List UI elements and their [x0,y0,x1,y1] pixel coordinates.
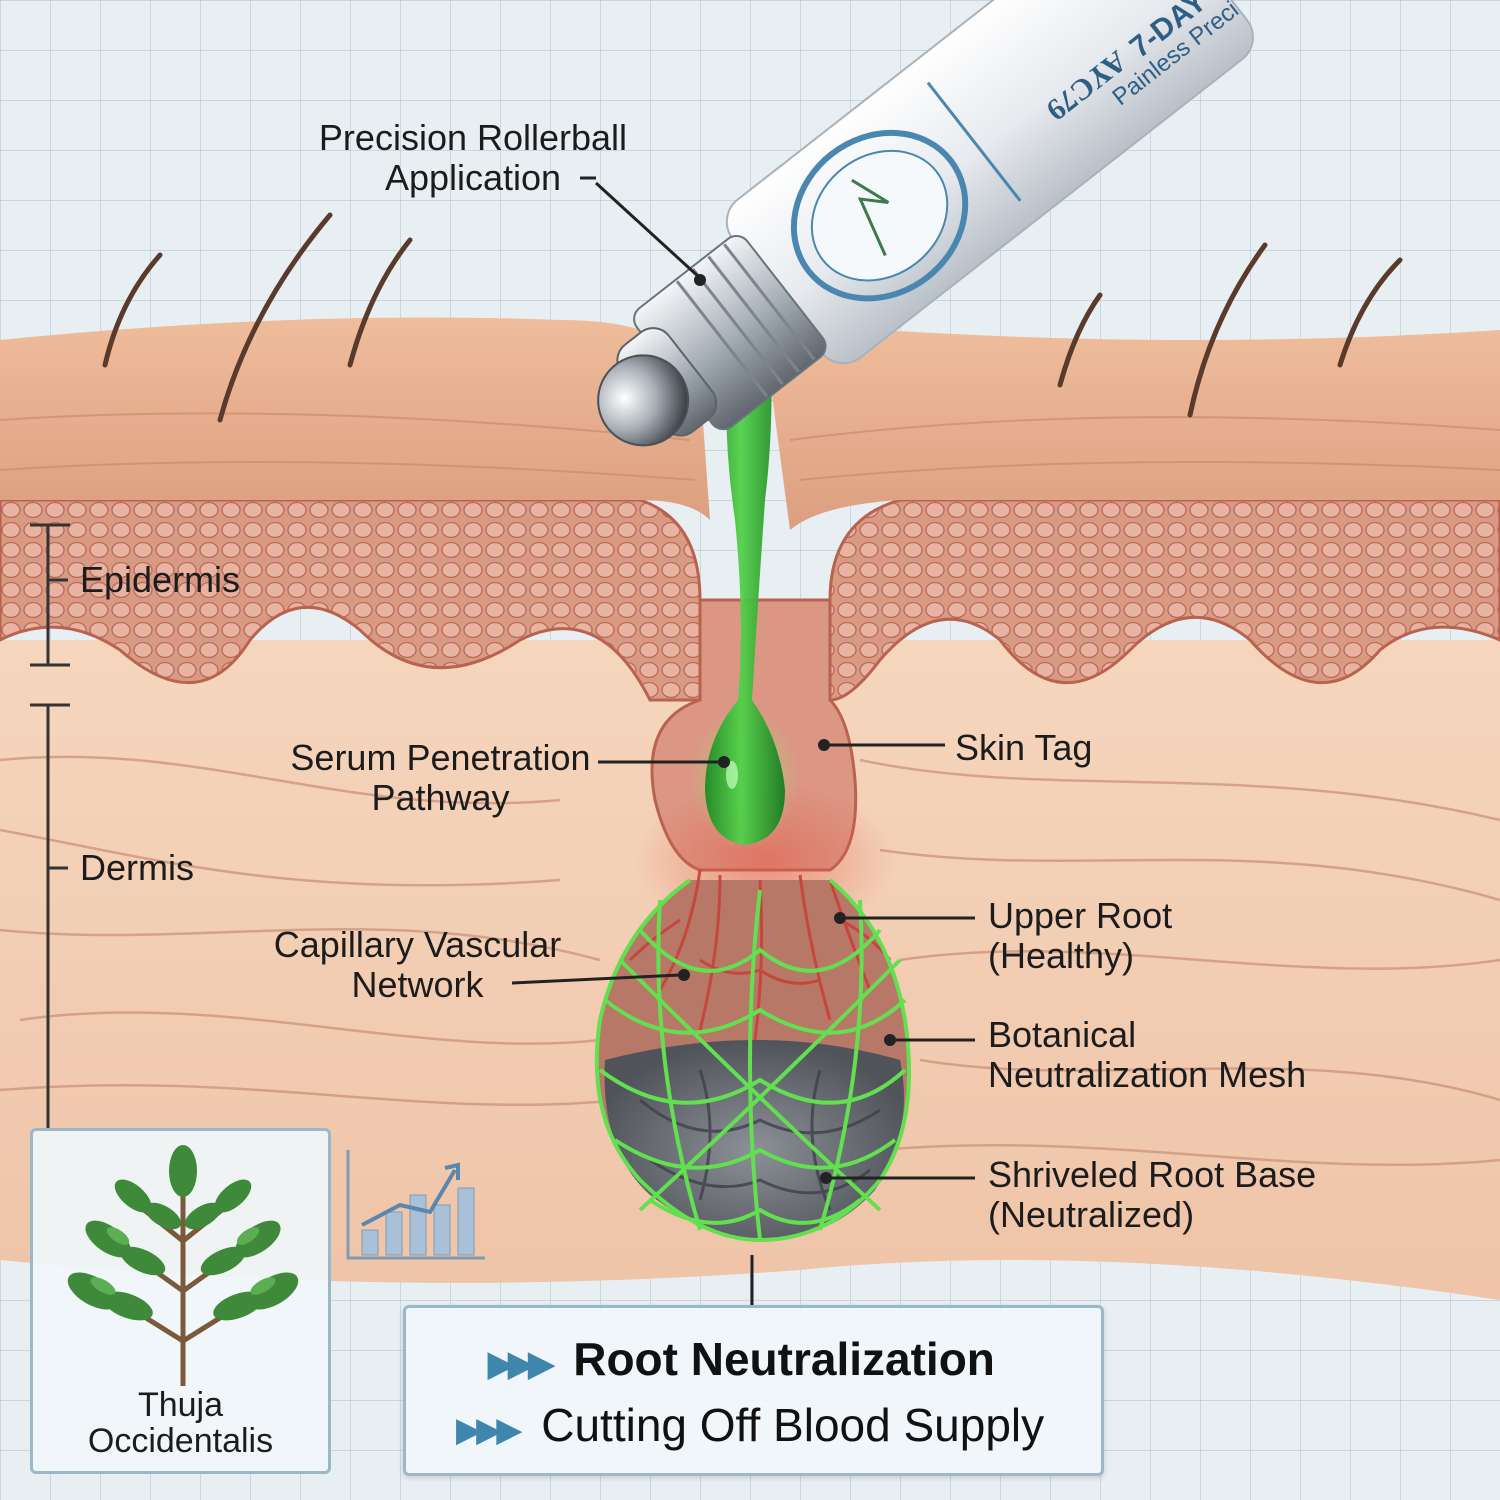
label-serum-path: Serum Penetration Pathway [290,737,591,818]
neutralization-mesh [594,878,912,1243]
label-epidermis: Epidermis [80,559,241,600]
mechanism-line-2: ▶▶▶ Cutting Off Blood Supply [456,1399,1045,1451]
label-dermis: Dermis [80,847,194,888]
leader-lines [511,176,975,1305]
dermis-fibers [0,755,1500,1167]
plant-name: Thuja Occidentalis [87,1386,274,1460]
capillaries [628,869,892,1041]
serum-stream [705,320,785,845]
plant-panel: Thuja Occidentalis [30,1128,331,1474]
triple-arrow-icon: ▶▶▶ [488,1345,554,1383]
label-mesh: Botanical Neutralization Mesh [988,1014,1307,1095]
leader-dots [678,274,896,1184]
growth-chart-icon [346,1150,485,1260]
label-upper-root: Upper Root (Healthy) [988,895,1173,976]
label-capillary: Capillary Vascular Network [273,924,562,1005]
label-root-base: Shriveled Root Base (Neutralized) [988,1154,1317,1235]
hairs [102,212,1403,423]
layer-brackets [30,523,70,1130]
mechanism-panel: ▶▶▶ Root Neutralization ▶▶▶ Cutting Off … [403,1305,1104,1476]
thuja-plant-icon [67,1145,299,1386]
label-applicator: Precision Rollerball Application [318,117,628,198]
label-skin-tag: Skin Tag [955,727,1093,768]
mechanism-line-1: ▶▶▶ Root Neutralization [488,1333,995,1385]
rollerball-applicator [597,0,1254,447]
triple-arrow-icon: ▶▶▶ [456,1411,522,1449]
